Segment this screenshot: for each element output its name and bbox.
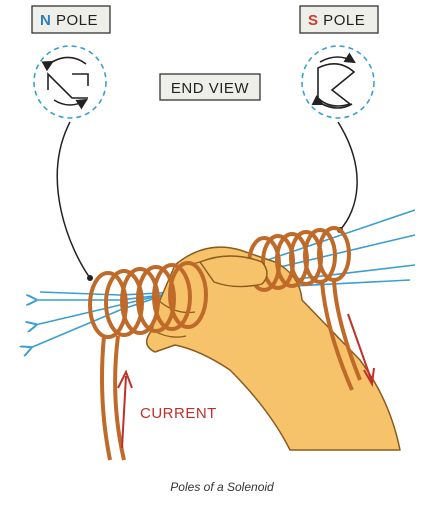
end-view-text: END VIEW bbox=[171, 80, 250, 97]
n-pole-leader-line bbox=[56, 121, 91, 279]
current-arrow-down bbox=[347, 313, 375, 388]
current-label: CURRENT bbox=[140, 405, 217, 422]
end-view-label: END VIEW bbox=[159, 73, 261, 101]
n-ccw-arrow-icon bbox=[41, 56, 87, 72]
s-pole-end-view bbox=[301, 45, 375, 119]
thumb bbox=[198, 255, 268, 288]
svg-text:S POLE: S POLE bbox=[308, 12, 365, 29]
s-pole-letter: S bbox=[308, 12, 319, 29]
current-arrow-up bbox=[117, 369, 133, 449]
n-pole-label: N POLE bbox=[31, 5, 111, 34]
svg-text:N POLE: N POLE bbox=[40, 12, 98, 29]
s-pole-leader-line bbox=[337, 121, 358, 231]
figure-caption: Poles of a Solenoid bbox=[170, 480, 274, 494]
s-pole-label: S POLE bbox=[299, 5, 379, 34]
n-pole-text: POLE bbox=[51, 12, 98, 29]
n-pole-letter: N bbox=[40, 12, 51, 29]
n-pole-end-view bbox=[33, 45, 107, 119]
s-pole-text: POLE bbox=[319, 12, 366, 29]
solenoid-coil bbox=[88, 226, 362, 461]
s-cw-arrow-icon bbox=[319, 52, 356, 64]
